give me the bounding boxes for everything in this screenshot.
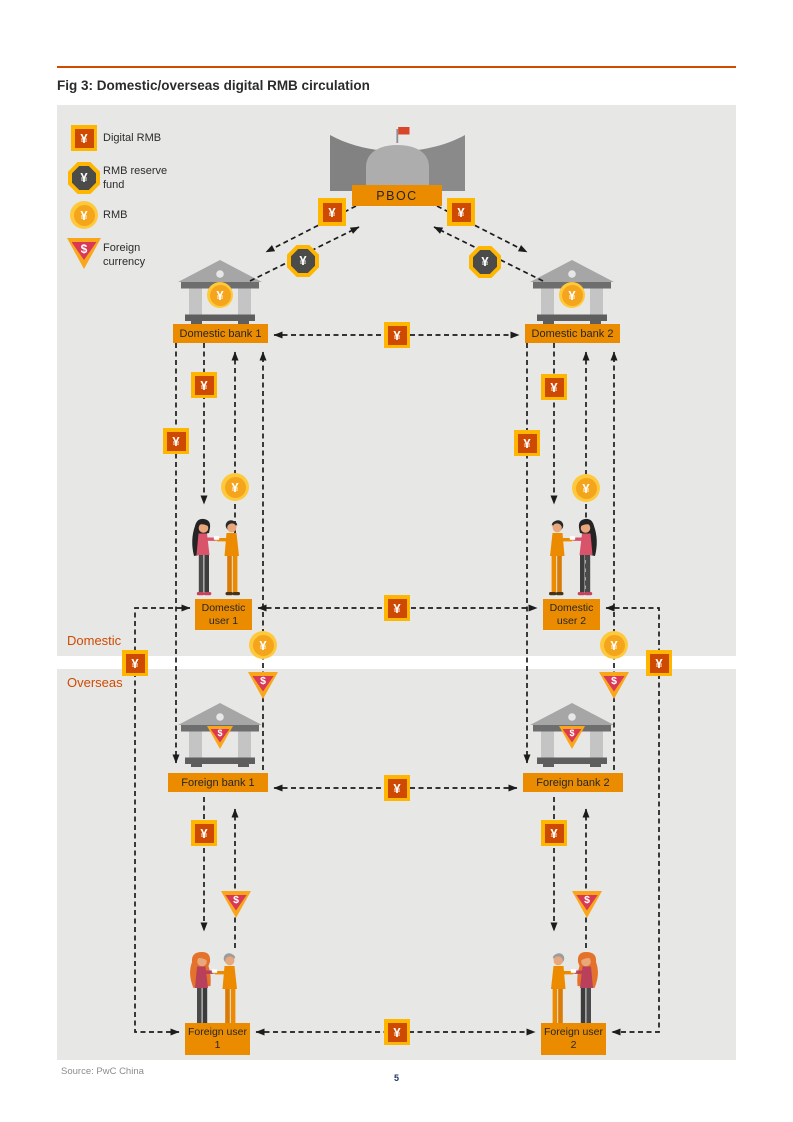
top-rule <box>57 66 736 68</box>
digital-rmb-icon: ¥ <box>541 820 567 846</box>
domestic-user-2-people-icon <box>537 517 607 599</box>
foreign-currency-icon: $ <box>221 891 251 918</box>
foreign-user-2-people-icon <box>538 950 608 1032</box>
domestic-user-1-label: Domestic user 1 <box>195 599 252 630</box>
rmb-icon: ¥ <box>70 201 98 229</box>
legend-label-rmb: RMB <box>103 209 128 221</box>
foreign-currency-icon: $ <box>207 726 233 749</box>
overseas-zone-label: Overseas <box>67 675 123 690</box>
figure-title: Fig 3: Domestic/overseas digital RMB cir… <box>57 78 370 93</box>
foreign-currency-icon: $ <box>67 238 101 269</box>
domestic-overseas-divider <box>57 656 736 669</box>
digital-rmb-icon: ¥ <box>122 650 148 676</box>
digital-rmb-icon: ¥ <box>447 198 475 226</box>
digital-rmb-icon: ¥ <box>191 820 217 846</box>
rmb-reserve-fund-icon: ¥ <box>469 246 501 278</box>
foreign-user-1-people-icon <box>180 950 250 1032</box>
digital-rmb-icon: ¥ <box>384 775 410 801</box>
rmb-icon: ¥ <box>207 282 233 308</box>
legend-label-rmb-reserve-fund: RMB reserve fund <box>103 165 168 191</box>
page-number: 5 <box>393 1073 399 1083</box>
foreign-bank-1-label: Foreign bank 1 <box>168 773 268 792</box>
domestic-user-1-people-icon <box>182 517 252 599</box>
foreign-currency-icon: $ <box>599 672 629 699</box>
digital-rmb-icon: ¥ <box>191 372 217 398</box>
digital-rmb-icon: ¥ <box>384 595 410 621</box>
rmb-icon: ¥ <box>249 631 277 659</box>
domestic-zone-label: Domestic <box>67 633 122 648</box>
foreign-currency-icon: $ <box>572 891 602 918</box>
legend-label-foreign-currency: Foreign currency <box>103 242 146 268</box>
foreign-currency-icon: $ <box>248 672 278 699</box>
digital-rmb-icon: ¥ <box>384 1019 410 1045</box>
rmb-icon: ¥ <box>600 631 628 659</box>
legend-label-digital-rmb: Digital RMB <box>103 132 162 144</box>
digital-rmb-icon: ¥ <box>71 125 97 151</box>
rmb-reserve-fund-icon: ¥ <box>287 245 319 277</box>
domestic-user-2-label: Domestic user 2 <box>543 599 600 630</box>
digital-rmb-icon: ¥ <box>541 374 567 400</box>
digital-rmb-icon: ¥ <box>318 198 346 226</box>
domestic-bank-2-label: Domestic bank 2 <box>525 324 620 343</box>
digital-rmb-icon: ¥ <box>514 430 540 456</box>
rmb-circulation-diagram: ¥ Digital RMB ¥ RMB reserve fund ¥ RMB $… <box>57 105 736 1060</box>
foreign-bank-2-label: Foreign bank 2 <box>523 773 623 792</box>
foreign-user-1-label: Foreign user 1 <box>185 1023 250 1055</box>
digital-rmb-icon: ¥ <box>646 650 672 676</box>
source-note: Source: PwC China <box>61 1066 144 1077</box>
domestic-bank-1-label: Domestic bank 1 <box>173 324 268 343</box>
rmb-icon: ¥ <box>559 282 585 308</box>
foreign-user-2-label: Foreign user 2 <box>541 1023 606 1055</box>
rmb-icon: ¥ <box>221 473 249 501</box>
digital-rmb-icon: ¥ <box>163 428 189 454</box>
digital-rmb-icon: ¥ <box>384 322 410 348</box>
rmb-icon: ¥ <box>572 474 600 502</box>
domestic-bank-1-building-icon <box>178 260 262 324</box>
rmb-reserve-fund-icon: ¥ <box>68 162 100 194</box>
pboc-label: PBOC <box>352 185 442 206</box>
foreign-currency-icon: $ <box>559 726 585 749</box>
pboc-building-icon <box>330 125 465 191</box>
